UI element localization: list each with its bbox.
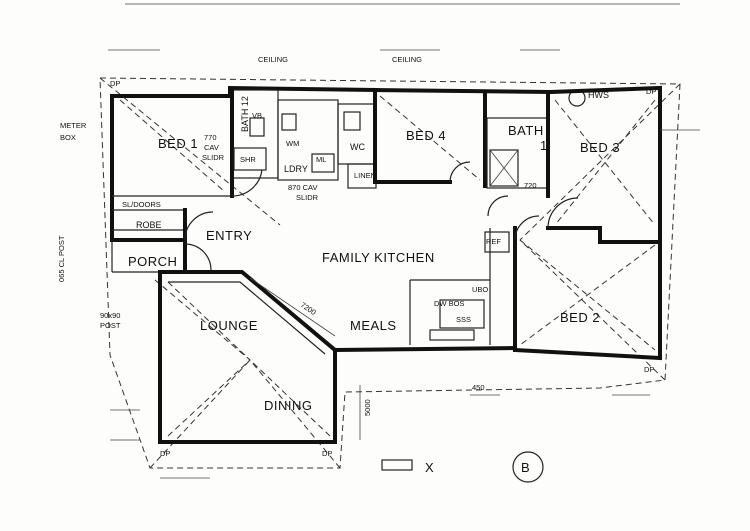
note-sss: SSS bbox=[456, 315, 471, 324]
door-swing bbox=[184, 211, 214, 241]
wall-bed3-south bbox=[546, 226, 662, 244]
note-ubo: UBO bbox=[472, 285, 488, 294]
wall-bed3-outer bbox=[547, 85, 662, 222]
bath1-shower bbox=[489, 149, 519, 187]
note-dim-720: 720 bbox=[524, 181, 537, 190]
ceiling-hip bbox=[249, 359, 331, 437]
washing-machine bbox=[281, 113, 297, 131]
room-label-entry: ENTRY bbox=[206, 228, 252, 243]
room-label-bath1: BATH bbox=[508, 123, 544, 138]
shower-cross bbox=[489, 149, 519, 187]
note-post-90: 90x90 bbox=[100, 311, 120, 320]
door-swing bbox=[487, 195, 509, 217]
wall-bed2-south bbox=[512, 347, 663, 361]
fridge-space bbox=[484, 231, 510, 253]
wall-meals-south bbox=[332, 345, 518, 353]
note-ref: REF bbox=[486, 237, 501, 246]
vanity-box bbox=[249, 117, 265, 137]
note-dp-5: DP bbox=[322, 449, 332, 458]
room-label-bed1: BED 1 bbox=[158, 136, 198, 151]
room-label-linen: LINEN bbox=[354, 171, 376, 180]
note-box: BOX bbox=[60, 133, 76, 142]
note-dp-2: DP bbox=[646, 87, 656, 96]
note-ml: ML bbox=[316, 155, 326, 164]
bench-box bbox=[429, 329, 475, 341]
note-bed1-cav2: CAV bbox=[204, 143, 219, 152]
bed4-diagonal bbox=[379, 95, 481, 181]
note-shr: SHR bbox=[240, 155, 256, 164]
note-ceiling-mid: CEILING bbox=[392, 55, 422, 64]
diagonal-dimension bbox=[249, 277, 336, 337]
roof-outline bbox=[99, 77, 681, 469]
room-label-dining: DINING bbox=[264, 398, 313, 413]
room-label-meals: MEALS bbox=[350, 318, 397, 333]
door-swing bbox=[514, 215, 540, 241]
room-label-bed2: BED 2 bbox=[560, 310, 600, 325]
note-dim-5000: 5000 bbox=[363, 399, 372, 416]
note-post-90b: POST bbox=[100, 321, 121, 330]
note-sl-doors: SL/DOORS bbox=[122, 200, 161, 209]
laundry-tub bbox=[311, 153, 335, 173]
roof-hip-line bbox=[249, 359, 341, 469]
room-label-robe: ROBE bbox=[136, 220, 162, 230]
door-swing bbox=[449, 161, 471, 183]
section-marker-x: X bbox=[425, 460, 434, 475]
door-swing bbox=[231, 169, 263, 197]
roof-hip-line bbox=[519, 83, 681, 241]
note-dim-450: 450 bbox=[472, 383, 485, 392]
note-ldry-cav: 870 CAV bbox=[288, 183, 317, 192]
bed1-diagonal bbox=[119, 99, 226, 193]
room-label-lounge: LOUNGE bbox=[200, 318, 258, 333]
door-swing bbox=[184, 243, 212, 271]
roof-hip-line bbox=[149, 359, 251, 469]
note-dim-7200: 7200 bbox=[299, 300, 318, 317]
room-label-bed3: BED 3 bbox=[580, 140, 620, 155]
wall-bed4 bbox=[373, 88, 452, 184]
room-label-wc: WC bbox=[350, 142, 365, 152]
ceiling-hip bbox=[167, 359, 251, 437]
room-label-bed4: BED 4 bbox=[406, 128, 446, 143]
roof-hip-line bbox=[99, 77, 281, 226]
note-cl-post: 065 CL POST bbox=[57, 235, 66, 282]
bath12-outline bbox=[231, 89, 279, 179]
bed2-diagonal bbox=[519, 244, 656, 346]
note-wm: WM bbox=[286, 139, 299, 148]
roof-hip-line bbox=[154, 279, 251, 361]
note-hws: HWS bbox=[588, 90, 609, 100]
sink-box bbox=[439, 299, 485, 329]
shower-box bbox=[233, 147, 267, 171]
note-vb: VB bbox=[252, 111, 262, 120]
toilet-fixture bbox=[343, 111, 361, 131]
room-label-bath12: BATH 12 bbox=[240, 96, 250, 132]
wall-north-west bbox=[110, 85, 378, 98]
room-label-ldry: LDRY bbox=[284, 164, 308, 174]
room-label-family-kitchen: FAMILY KITCHEN bbox=[322, 250, 435, 265]
bed2-diagonal bbox=[519, 239, 656, 351]
note-meter: METER bbox=[60, 121, 87, 130]
wall-north-mid bbox=[372, 87, 553, 95]
door-swing bbox=[547, 197, 579, 229]
wall-lounge-diagonal bbox=[158, 270, 338, 353]
wall-lounge-dining bbox=[158, 270, 337, 444]
wall-lounge-inner bbox=[168, 281, 326, 355]
note-dp-1: DP bbox=[110, 79, 120, 88]
room-label-bath1-num: 1 bbox=[540, 138, 548, 153]
ceiling-hip bbox=[167, 281, 251, 361]
bed3-diagonal bbox=[554, 99, 656, 226]
note-ceiling-left: CEILING bbox=[258, 55, 288, 64]
section-circle bbox=[512, 451, 544, 483]
room-label-porch: PORCH bbox=[128, 254, 177, 269]
note-dp-3: DP bbox=[644, 365, 654, 374]
note-dp-4: DP bbox=[160, 449, 170, 458]
section-marker-b: B bbox=[521, 460, 530, 475]
note-bed1-cav: 770 bbox=[204, 133, 217, 142]
note-dwbos: DW BOS bbox=[434, 299, 464, 308]
section-marker-box bbox=[381, 459, 413, 471]
note-ldry-cav2: SLIDR bbox=[296, 193, 319, 202]
note-bed1-cav3: SLIDR bbox=[202, 153, 225, 162]
